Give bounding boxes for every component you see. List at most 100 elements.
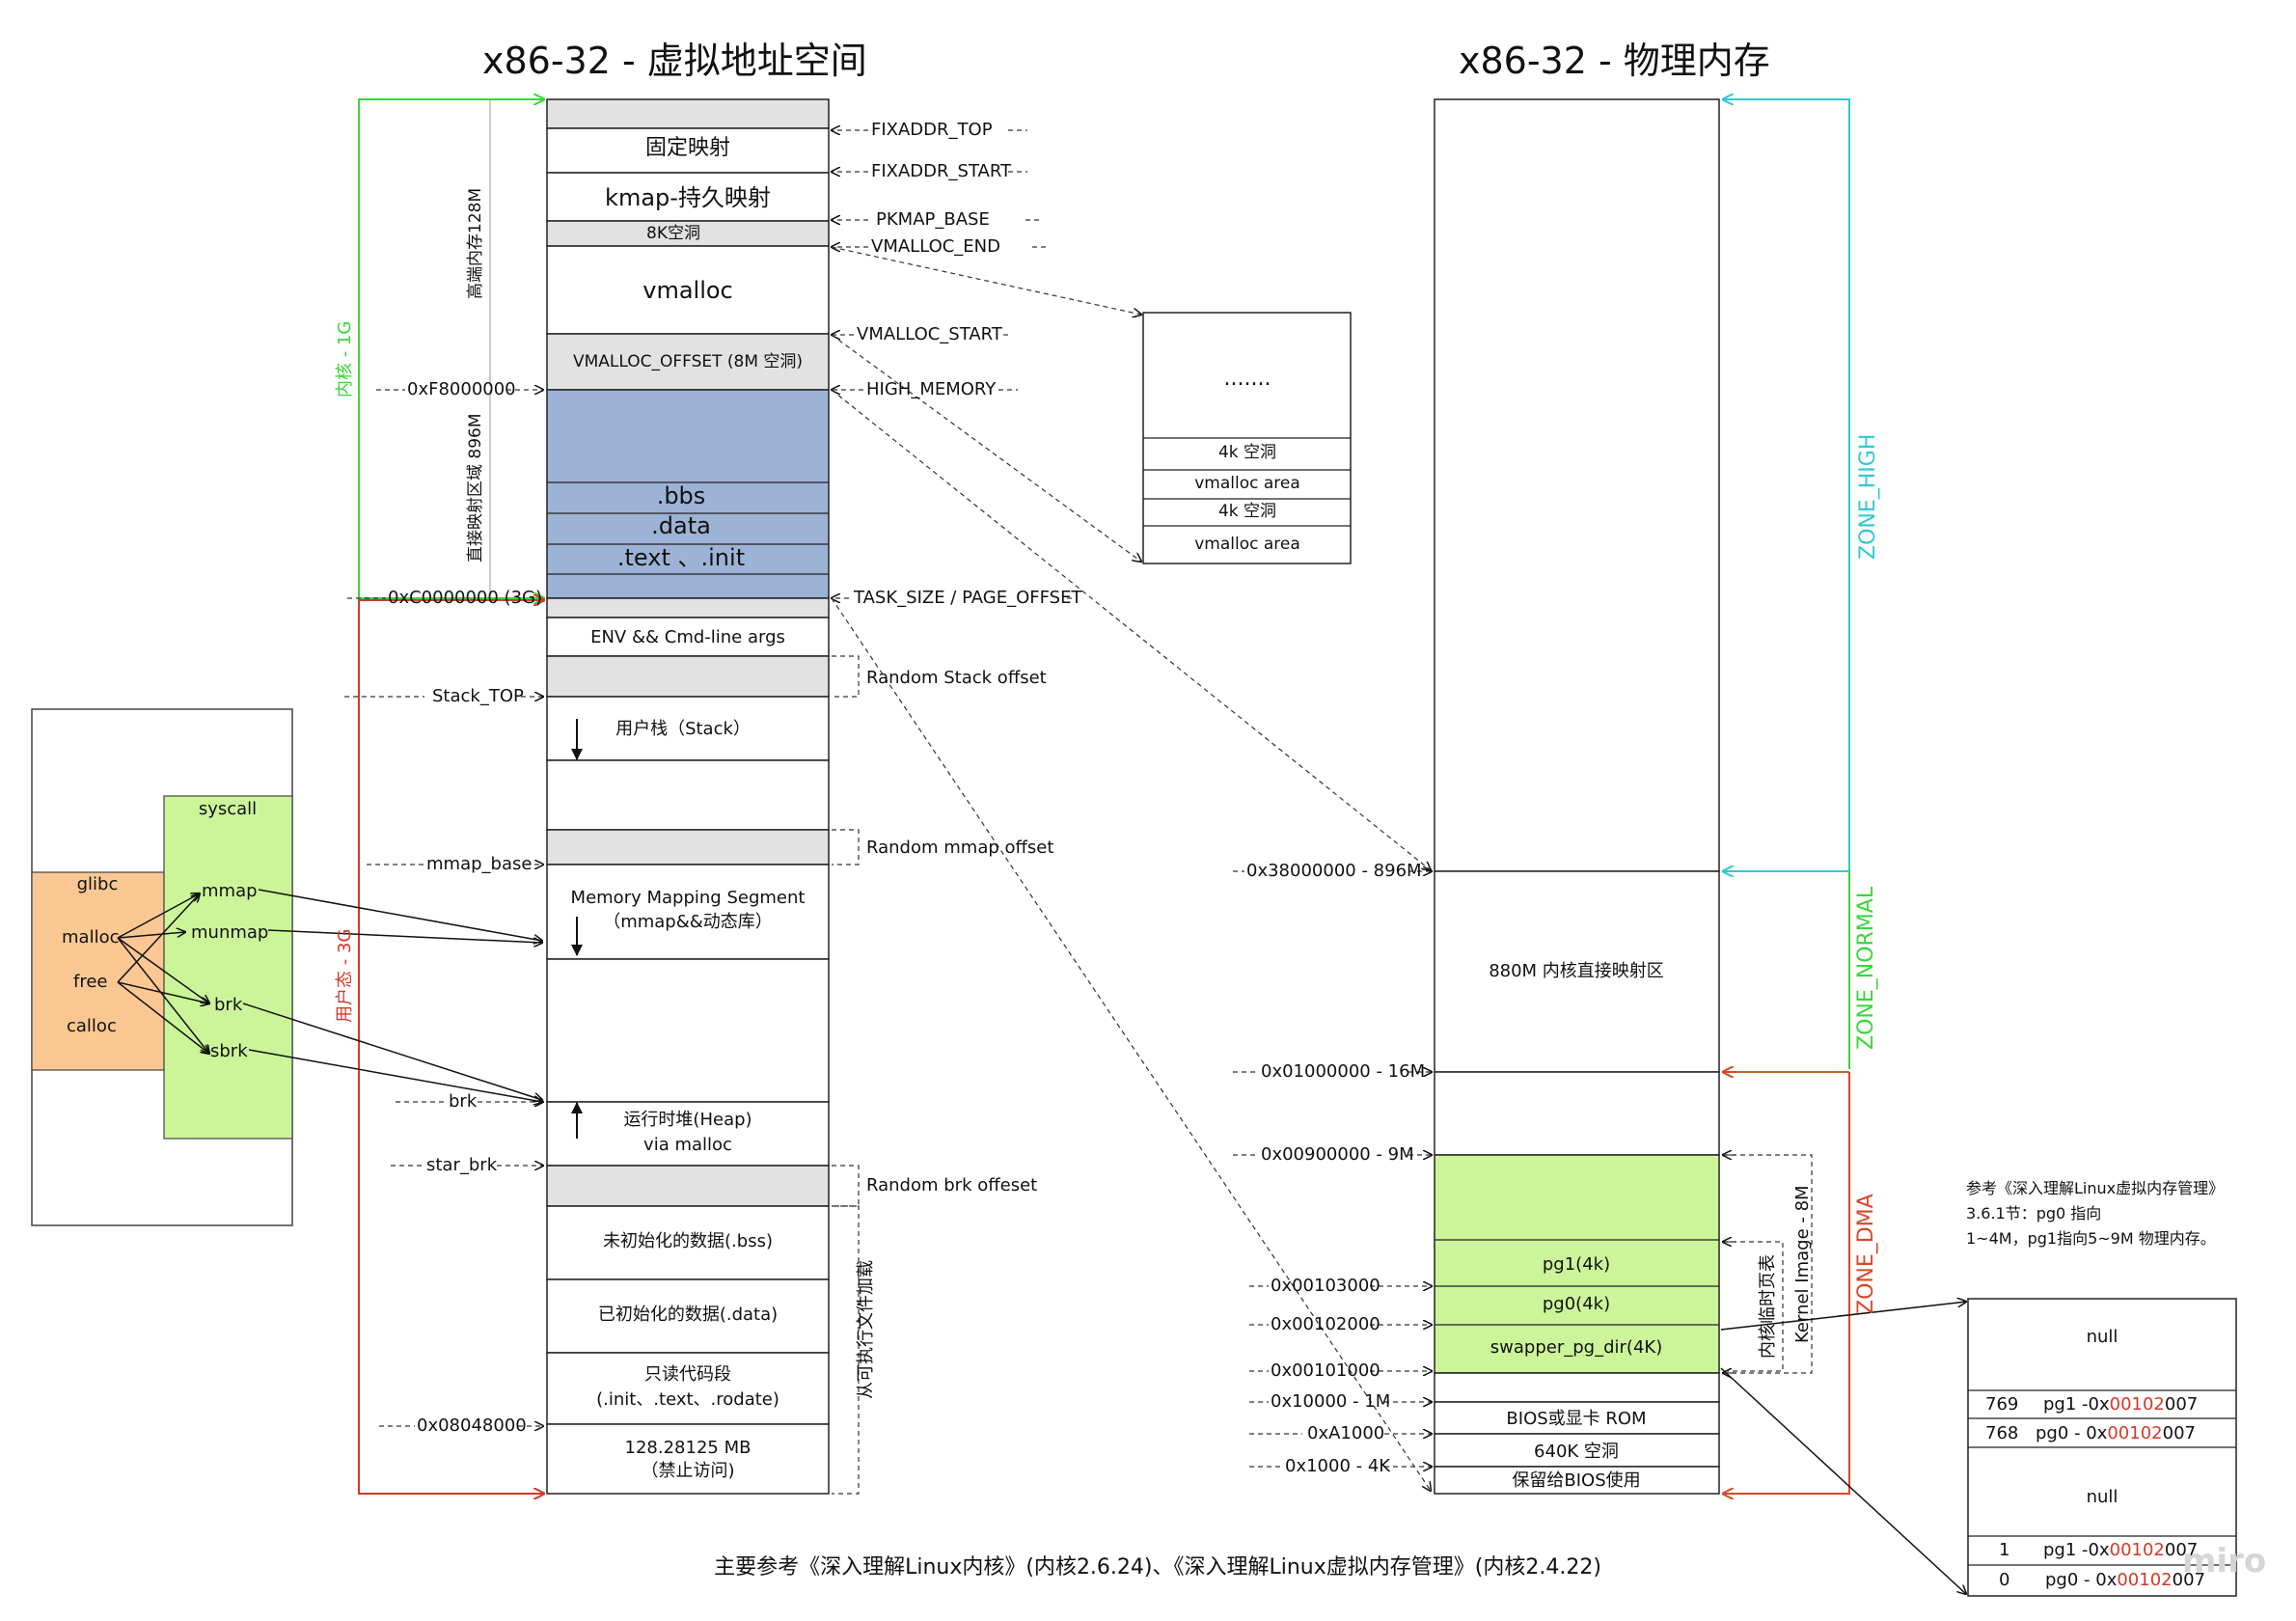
phys-swapper-label: swapper_pg_dir(4K) xyxy=(1490,1337,1663,1358)
syscall-label: syscall xyxy=(198,799,258,819)
phys-640k-label: 640K 空洞 xyxy=(1534,1442,1619,1462)
glibc-box xyxy=(31,871,165,1071)
stack-segment xyxy=(546,696,830,761)
calloc-label: calloc xyxy=(67,1016,117,1036)
addr-08048000: 0x08048000 xyxy=(417,1415,527,1436)
bbs-label: .bbs xyxy=(656,482,706,509)
mmap-segment xyxy=(546,864,830,960)
kmap-segment xyxy=(546,172,830,222)
zone-normal-label: ZONE_NORMAL xyxy=(1854,886,1878,1050)
vmalloc-label: vmalloc xyxy=(642,277,733,304)
random-mmap-gap xyxy=(546,829,830,865)
phys-addr-101: 0x00101000 xyxy=(1271,1360,1380,1381)
data-label: .data xyxy=(651,512,711,539)
phys-addr-102: 0x00102000 xyxy=(1271,1314,1380,1334)
heap-label-1: 运行时堆(Heap) xyxy=(623,1110,752,1130)
high-memory-label: HIGH_MEMORY xyxy=(866,379,997,399)
temp-pagetable-label: 内核临时页表 xyxy=(1758,1254,1778,1359)
data-segment xyxy=(546,1278,830,1354)
pgdir-row-value: pg0 - 0x00102007 xyxy=(2045,1570,2205,1590)
malloc-label: malloc xyxy=(62,927,120,948)
load-from-exec-label: 从可执行文件加载 xyxy=(856,1260,876,1399)
phys-addr-103: 0x00103000 xyxy=(1271,1276,1380,1296)
phys-addr-10000: 0x10000 - 1M xyxy=(1271,1391,1391,1412)
random-mmap-label: Random mmap offset xyxy=(866,838,1054,858)
note-line-3: 1~4M，pg1指向5~9M 物理内存。 xyxy=(1966,1229,2216,1248)
addr-f8000000: 0xF8000000 xyxy=(407,379,516,399)
forbid-label-1: 128.28125 MB xyxy=(624,1438,752,1458)
vmalloc-end-label: VMALLOC_END xyxy=(871,236,1001,257)
syscall-box xyxy=(163,795,293,1140)
kmap-label: kmap-持久映射 xyxy=(605,184,771,211)
phys-bios-rom xyxy=(1434,1401,1720,1435)
mapping-arrows xyxy=(831,246,1431,1491)
phys-pg1-label: pg1(4k) xyxy=(1542,1254,1611,1275)
phys-bios-reserved-label: 保留给BIOS使用 xyxy=(1512,1470,1641,1491)
pgdir-row-idx: 1 xyxy=(1999,1540,2010,1560)
vmalloc-start-label: VMALLOC_START xyxy=(857,324,1002,344)
zone-brackets xyxy=(1722,98,1850,1495)
direct-896-label: 直接映射区域 896M xyxy=(466,413,485,563)
fixaddr-top-gap xyxy=(546,98,830,129)
phys-16m-9m-region xyxy=(1434,1071,1720,1156)
task-size-gap xyxy=(546,597,830,618)
user-bracket xyxy=(358,599,540,1495)
zone-high-label: ZONE_HIGH xyxy=(1856,433,1880,560)
pgdir-null-mid: null xyxy=(2086,1487,2118,1507)
zone-dma-label: ZONE_DMA xyxy=(1854,1194,1878,1314)
virtual-column xyxy=(546,98,830,1495)
random-stack-label: Random Stack offset xyxy=(866,668,1047,688)
heap-label-2: via malloc xyxy=(643,1135,732,1155)
physical-title: x86-32 - 物理内存 xyxy=(1459,40,1770,82)
free-label: free xyxy=(73,972,108,992)
miro-watermark: miro xyxy=(2182,1542,2267,1580)
random-brk-label: Random brk offeset xyxy=(866,1175,1038,1195)
phys-addr-1000: 0x1000 - 4K xyxy=(1285,1456,1391,1476)
vmalloc-detail-dots: ....... xyxy=(1223,367,1271,391)
env-segment xyxy=(546,617,830,657)
rodata-label-1: 只读代码段 xyxy=(644,1364,731,1385)
env-label: ENV && Cmd-line args xyxy=(590,627,785,647)
task-size-label: TASK_SIZE / PAGE_OFFSET xyxy=(854,588,1082,608)
free-area xyxy=(546,958,830,1103)
mmap-label-1: Memory Mapping Segment xyxy=(570,888,806,908)
stack-top-label: Stack_TOP xyxy=(432,686,524,706)
space-brackets xyxy=(358,99,545,1495)
heap-segment xyxy=(546,1101,830,1167)
high-mem-128-label: 高端内存128M xyxy=(466,187,485,299)
footer-reference: 主要参考《深入理解Linux内核》(内核2.6.24)、《深入理解Linux虚拟… xyxy=(714,1555,1601,1580)
note-line-2: 3.6.1节：pg0 指向 xyxy=(1966,1204,2102,1223)
vmalloc-detail-row: 4k 空洞 xyxy=(1217,443,1277,462)
pgdir-row-idx: 768 xyxy=(1985,1423,2019,1443)
pgdir-row-value: pg1 -0x00102007 xyxy=(2043,1394,2199,1415)
zone-dma-bracket xyxy=(1722,1072,1850,1495)
mmap-func-label: mmap xyxy=(202,881,258,901)
forbidden-segment xyxy=(546,1423,830,1495)
kernel-direct-segment xyxy=(546,389,830,599)
fixmap-label: 固定映射 xyxy=(644,136,731,160)
brk-label: brk xyxy=(449,1091,478,1112)
random-stack-gap xyxy=(546,655,830,698)
bss-segment xyxy=(546,1205,830,1280)
fixaddr-start-label: FIXADDR_START xyxy=(871,161,1012,181)
fixmap-segment xyxy=(546,127,830,174)
pgdir-null-top: null xyxy=(2086,1327,2118,1347)
physical-left-leaders xyxy=(1233,871,1432,1467)
stack-free-area xyxy=(546,759,830,831)
phys-kernel-image-region xyxy=(1434,1154,1720,1374)
sbrk-func-label: sbrk xyxy=(210,1041,248,1061)
forbid-label-2: （禁止访问) xyxy=(641,1461,735,1481)
note-line-1: 参考《深入理解Linux虚拟内存管理》 xyxy=(1966,1179,2225,1197)
virtual-title: x86-32 - 虚拟地址空间 xyxy=(482,40,867,82)
rodata-label-2: (.init、.text、.rodate) xyxy=(596,1389,779,1410)
mmap-base-label: mmap_base xyxy=(426,854,533,874)
phys-high-region xyxy=(1434,98,1720,872)
user-3g-label: 用户态 - 3G xyxy=(335,928,355,1023)
phys-pg0-label: pg0(4k) xyxy=(1542,1294,1611,1314)
brk-func-label: brk xyxy=(214,995,243,1015)
munmap-func-label: munmap xyxy=(191,922,269,943)
zone-high-bracket xyxy=(1722,98,1850,872)
idata-label: 已初始化的数据(.data) xyxy=(597,1305,779,1325)
